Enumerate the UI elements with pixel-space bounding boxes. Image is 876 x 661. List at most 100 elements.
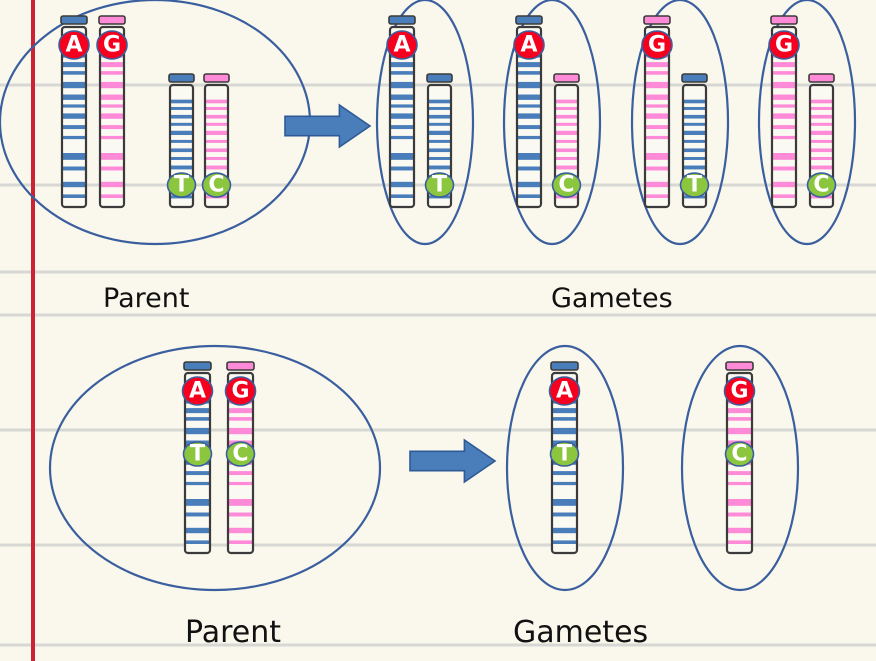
chromosome-outline xyxy=(226,371,255,555)
chromosome-band xyxy=(517,153,541,160)
allele-letter: T xyxy=(687,173,702,198)
cell-group-gamete[interactable]: GC xyxy=(680,344,800,592)
chromosome-band xyxy=(555,165,578,170)
allele-marker-C[interactable]: C xyxy=(201,172,232,198)
chromosome-band xyxy=(390,135,414,140)
chromosome-blue[interactable]: A xyxy=(58,15,90,209)
chromosome-band xyxy=(228,427,253,435)
chromosome-cap xyxy=(681,73,708,83)
chromosome-band xyxy=(517,113,541,119)
chromosome-band xyxy=(390,166,414,171)
chromosome-blue[interactable]: A xyxy=(386,15,418,209)
allele-marker-A[interactable]: A xyxy=(513,30,545,60)
allele-marker-A[interactable]: A xyxy=(58,30,90,60)
chromosome-band xyxy=(555,148,578,153)
chromosome-band xyxy=(62,71,86,75)
allele-circle xyxy=(225,441,256,467)
chromosome-cap xyxy=(725,361,754,371)
chromosome-cap xyxy=(515,15,543,25)
chromosome-band xyxy=(228,408,253,414)
chromosome-band xyxy=(170,122,193,126)
chromosome-blue[interactable]: T xyxy=(679,73,710,209)
chromosome-band xyxy=(62,81,86,89)
chromosome-outline xyxy=(643,25,671,209)
cell-boundary-ellipse xyxy=(48,344,382,592)
chromosome-band xyxy=(390,153,414,160)
chromosome-band xyxy=(205,130,228,136)
allele-letter: G xyxy=(103,33,121,58)
chromosome-blue[interactable]: A xyxy=(513,15,545,209)
allele-circle xyxy=(513,30,545,60)
label-top-gametes: Gametes xyxy=(551,283,673,314)
chromosome-band xyxy=(810,156,833,160)
allele-marker-G[interactable]: G xyxy=(96,30,128,60)
allele-marker-G[interactable]: G xyxy=(768,30,800,60)
chromosome-outline xyxy=(681,83,708,209)
allele-marker-A[interactable]: A xyxy=(386,30,418,60)
allele-marker-T[interactable]: T xyxy=(679,172,710,198)
allele-letter: A xyxy=(393,33,410,58)
chromosome-band xyxy=(228,471,253,476)
chromosome-band xyxy=(517,94,541,100)
allele-circle xyxy=(386,30,418,60)
cell-group-gamete[interactable]: AT xyxy=(375,0,475,246)
chromosome-band xyxy=(727,481,752,486)
chromosome-blue[interactable]: AT xyxy=(548,361,581,555)
allele-marker-T[interactable]: T xyxy=(549,441,580,467)
cell-boundary-ellipse xyxy=(505,344,625,592)
chromosome-pink[interactable]: G xyxy=(641,15,673,209)
chromosome-band xyxy=(428,114,451,119)
chromosome-band xyxy=(428,130,451,136)
chromosome-pink[interactable]: GC xyxy=(723,361,756,555)
chromosome-pink[interactable]: G xyxy=(768,15,800,209)
chromosome-band xyxy=(517,71,541,75)
cell-boundary-ellipse xyxy=(757,0,857,246)
chromosome-pink[interactable]: C xyxy=(551,73,582,209)
chromosome-pink[interactable]: GC xyxy=(224,361,257,555)
allele-marker-T[interactable]: T xyxy=(424,172,455,198)
allele-marker-C[interactable]: C xyxy=(724,441,755,467)
allele-circle xyxy=(724,441,755,467)
cell-group-gamete[interactable]: GT xyxy=(630,0,730,246)
chromosome-band xyxy=(428,165,451,170)
chromosome-band xyxy=(517,81,541,89)
chromosome-band xyxy=(552,471,577,476)
chromosome-blue[interactable]: T xyxy=(166,73,197,209)
chromosome-band xyxy=(185,417,210,421)
cell-group-gamete[interactable]: AT xyxy=(505,344,625,592)
chromosome-band xyxy=(517,135,541,140)
chromosome-band xyxy=(170,99,193,104)
allele-marker-A[interactable]: A xyxy=(548,376,581,406)
chromosome-band xyxy=(170,139,193,143)
allele-circle xyxy=(96,30,128,60)
chromosome-band xyxy=(727,540,752,544)
chromosome-band xyxy=(428,139,451,143)
chromosome-band xyxy=(555,122,578,126)
chromosome-blue[interactable]: AT xyxy=(181,361,214,555)
cell-group-gamete[interactable]: AC xyxy=(502,0,602,246)
cell-group-gamete[interactable]: GC xyxy=(757,0,857,246)
chromosome-band xyxy=(552,408,577,414)
chromosome-band xyxy=(552,540,577,544)
allele-marker-C[interactable]: C xyxy=(806,172,837,198)
allele-marker-G[interactable]: G xyxy=(224,376,257,406)
chromosome-pink[interactable]: G xyxy=(96,15,128,209)
chromosome-band xyxy=(517,166,541,171)
chromosome-blue[interactable]: T xyxy=(424,73,455,209)
allele-marker-C[interactable]: C xyxy=(225,441,256,467)
chromosome-pink[interactable]: C xyxy=(806,73,837,209)
process-arrow xyxy=(284,103,372,149)
allele-marker-G[interactable]: G xyxy=(641,30,673,60)
allele-circle xyxy=(181,376,214,406)
chromosome-bands xyxy=(645,51,669,198)
allele-marker-T[interactable]: T xyxy=(166,172,197,198)
allele-marker-T[interactable]: T xyxy=(182,441,213,467)
allele-marker-C[interactable]: C xyxy=(551,172,582,198)
chromosome-band xyxy=(100,104,124,108)
chromosome-pink[interactable]: C xyxy=(201,73,232,209)
allele-marker-A[interactable]: A xyxy=(181,376,214,406)
chromosome-band xyxy=(62,113,86,119)
allele-marker-G[interactable]: G xyxy=(723,376,756,406)
